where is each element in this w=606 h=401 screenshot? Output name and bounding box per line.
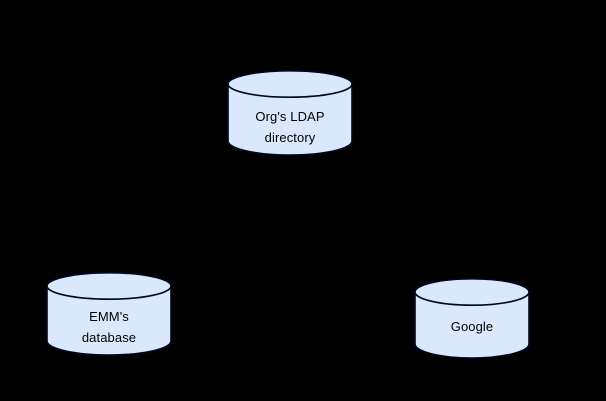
- node-google[interactable]: Google: [414, 278, 530, 359]
- database-cylinder-icon: [227, 70, 353, 156]
- node-emm-database[interactable]: EMM's database: [46, 272, 172, 356]
- database-cylinder-icon: [414, 278, 530, 359]
- node-org-ldap-directory[interactable]: Org's LDAP directory: [227, 70, 353, 156]
- database-cylinder-icon: [46, 272, 172, 356]
